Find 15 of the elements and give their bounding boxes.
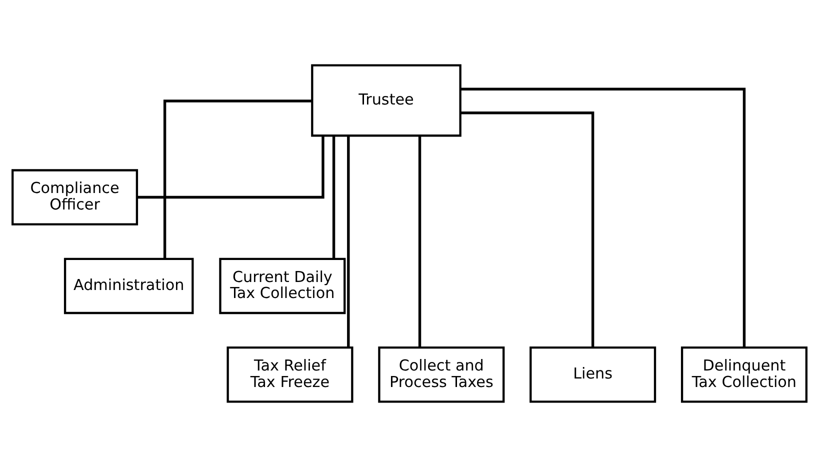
node-box: Trustee — [311, 64, 462, 136]
node-box: Liens — [530, 346, 656, 402]
connector — [347, 135, 350, 347]
connector — [137, 135, 324, 198]
node-box: Tax Relief Tax Freeze — [226, 346, 354, 402]
connector — [163, 99, 312, 258]
node-box: Administration — [64, 257, 194, 314]
node-box: Compliance Officer — [12, 168, 138, 225]
node-box: Collect and Process Taxes — [378, 346, 505, 402]
node-box: Delinquent Tax Collection — [680, 346, 808, 402]
node-box: Current Daily Tax Collection — [219, 257, 346, 314]
connector — [460, 87, 746, 347]
connector — [332, 135, 336, 258]
connector — [418, 135, 422, 347]
connector — [460, 111, 594, 347]
